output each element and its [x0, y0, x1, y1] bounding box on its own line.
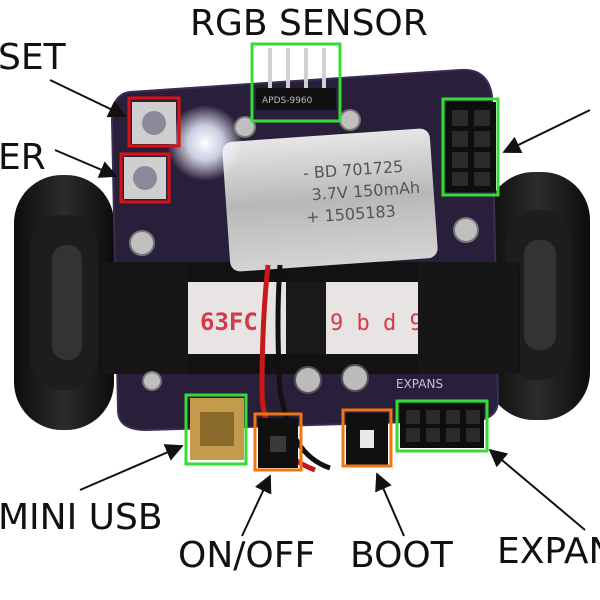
power-label: ER [0, 137, 46, 178]
mini-usb-label: MINI USB [0, 497, 163, 538]
board-expans-silk: EXPANS [396, 377, 443, 391]
sensor-silkscreen: APDS-9960 [262, 96, 313, 106]
battery-wire-black [275, 264, 331, 471]
mini-usb-port[interactable] [190, 398, 244, 460]
boot-label: BOOT [350, 535, 453, 576]
callout-boxes [119, 42, 500, 472]
expansion-header-top[interactable] [446, 102, 496, 192]
callout-arrows [49, 79, 591, 537]
on-off-label: ON/OFF [178, 535, 316, 576]
motor-assembly: 63FC 9 b d 9 E 9 8 [100, 262, 520, 374]
capacitors [294, 364, 369, 394]
on-off-switch[interactable] [258, 418, 298, 468]
power-box [119, 152, 171, 204]
led-glow [167, 105, 243, 181]
on-off-box [253, 412, 303, 472]
reset-box [127, 96, 181, 148]
mini-usb-box [184, 393, 248, 466]
lipo-battery: - BD 701725 3.7V 150mAh + 1505183 [222, 128, 438, 272]
left-wheel [14, 175, 114, 430]
rgb-sensor-box [250, 42, 342, 123]
expansion-header-bottom[interactable] [400, 404, 484, 448]
power-button[interactable] [124, 157, 166, 199]
rgb-sensor-label: RGB SENSOR [190, 3, 428, 44]
reset-label: SET [0, 37, 66, 78]
rgb-sensor-header [256, 88, 336, 110]
expansion-bottom-box [395, 399, 489, 453]
reset-button[interactable] [132, 102, 176, 144]
expansion-label: EXPAN [497, 531, 600, 572]
display-text-left: 63FC [200, 308, 258, 336]
boot-jumper[interactable] [346, 413, 388, 465]
expansion-top-box [441, 97, 500, 197]
screws [129, 109, 479, 391]
boot-box [341, 408, 393, 468]
